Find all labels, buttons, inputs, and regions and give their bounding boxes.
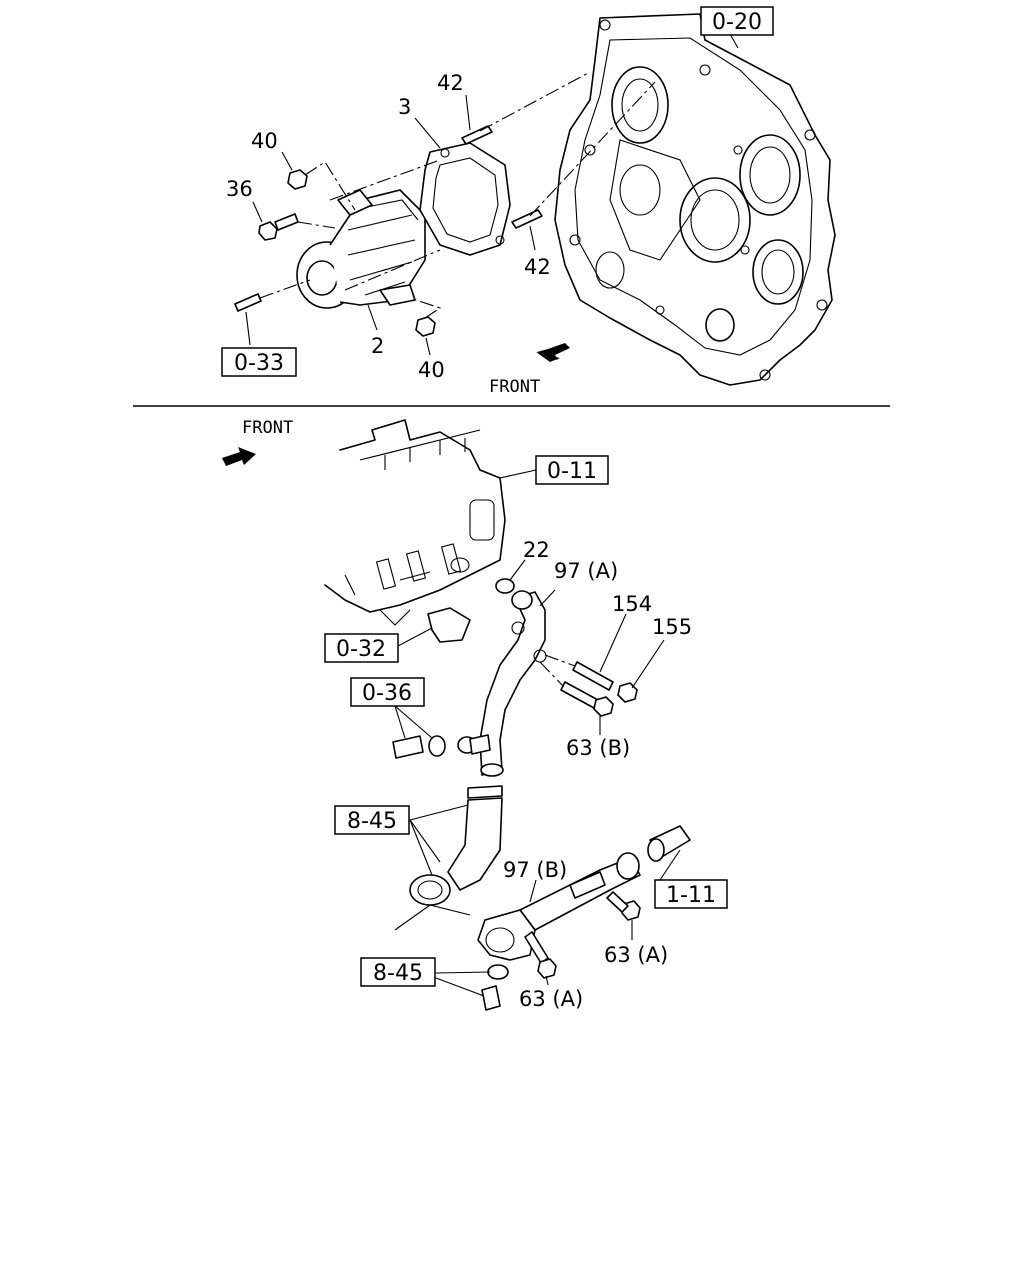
callout-154: 154 <box>612 592 652 616</box>
timing-gear-case <box>554 13 836 386</box>
pump-gasket <box>419 142 511 256</box>
nut-155 <box>617 682 638 703</box>
ref-box-8-45-lower-label: 8-45 <box>373 961 423 986</box>
ref-box-0-20[interactable]: 0-20 <box>700 6 774 36</box>
o-ring <box>495 578 515 594</box>
ref-box-0-36-label: 0-36 <box>362 681 412 706</box>
ref-box-0-33[interactable]: 0-33 <box>221 347 297 377</box>
callout-42-upper: 42 <box>437 71 464 95</box>
radiator-hose <box>647 825 691 862</box>
water-pump <box>296 189 426 309</box>
callout-42-lower: 42 <box>524 255 551 279</box>
ref-box-8-45-lower[interactable]: 8-45 <box>360 957 436 987</box>
ref-box-1-11-label: 1-11 <box>666 883 716 908</box>
water-pipe-b <box>477 852 641 961</box>
callout-36: 36 <box>226 177 253 201</box>
ref-box-0-20-label: 0-20 <box>712 10 762 35</box>
ref-box-8-45-upper[interactable]: 8-45 <box>334 805 410 835</box>
callout-63b: 63 (B) <box>566 736 630 760</box>
front-label-top: FRONT <box>489 377 540 397</box>
ref-box-0-32-label: 0-32 <box>336 637 386 662</box>
stud-bolt-154 <box>572 661 614 691</box>
ref-box-0-11[interactable]: 0-11 <box>535 455 609 485</box>
top-fasteners <box>234 125 543 337</box>
sensor-plug <box>392 734 491 759</box>
ref-box-0-33-label: 0-33 <box>234 351 284 376</box>
ref-box-1-11[interactable]: 1-11 <box>654 879 728 909</box>
hose-connector <box>409 785 503 906</box>
callout-63a-right: 63 (A) <box>604 943 668 967</box>
bracket <box>427 607 471 643</box>
bolt-63a-right <box>606 891 641 921</box>
callout-40-lower: 40 <box>418 358 445 382</box>
callout-22: 22 <box>523 538 550 562</box>
ref-box-0-36[interactable]: 0-36 <box>350 677 425 707</box>
callout-3: 3 <box>398 95 411 119</box>
front-label-bottom: FRONT <box>242 418 293 438</box>
cylinder-head <box>324 419 506 626</box>
top-leader-lines <box>245 33 739 356</box>
front-arrow-bottom <box>222 447 256 466</box>
callout-97a: 97 (A) <box>554 559 618 583</box>
water-outlet-pipe-a <box>479 590 547 777</box>
callout-2: 2 <box>371 334 384 358</box>
callout-155: 155 <box>652 615 692 639</box>
callout-97b: 97 (B) <box>503 858 567 882</box>
callout-63a-lower: 63 (A) <box>519 987 583 1011</box>
ref-box-0-32[interactable]: 0-32 <box>324 633 399 663</box>
callout-40-upper: 40 <box>251 129 278 153</box>
bolt-63b <box>560 681 614 717</box>
bolt-63a-lower <box>524 931 557 979</box>
front-arrow-top <box>536 343 570 362</box>
ref-box-8-45-upper-label: 8-45 <box>347 809 397 834</box>
ref-box-0-11-label: 0-11 <box>547 459 597 484</box>
